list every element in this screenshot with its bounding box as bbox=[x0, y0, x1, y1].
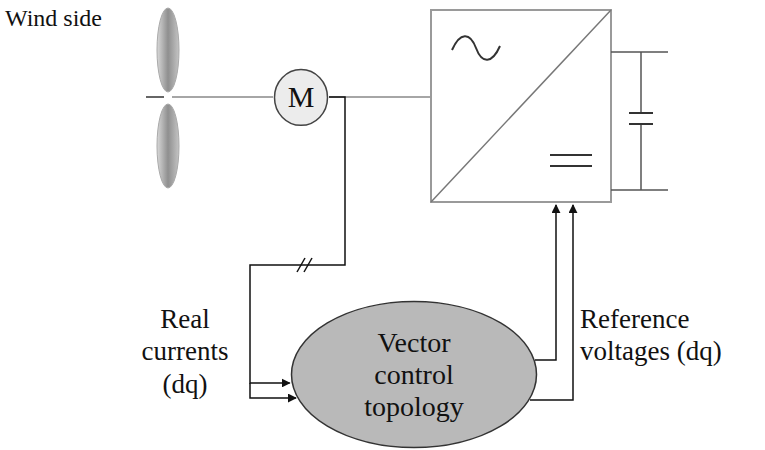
dc-wire bbox=[611, 189, 668, 191]
dc-symbol bbox=[550, 165, 592, 167]
converter-box bbox=[431, 10, 611, 202]
signal-label: Reference voltages (dq) bbox=[580, 303, 760, 368]
signal-label: Real currents (dq) bbox=[118, 303, 252, 400]
control-ellipse: Vector control topology bbox=[290, 300, 538, 449]
capacitor-plate bbox=[629, 112, 653, 114]
region-label: Wind side bbox=[5, 4, 165, 33]
shaft bbox=[172, 96, 273, 98]
node-text: Vector control topology bbox=[337, 327, 491, 424]
capacitor-wire bbox=[640, 52, 642, 113]
ac-symbol bbox=[452, 36, 500, 60]
converter-diagonal bbox=[431, 10, 611, 202]
signal-wire bbox=[535, 205, 556, 360]
signal-wire bbox=[250, 383, 296, 398]
node-text: M bbox=[288, 80, 315, 113]
turbine-blade bbox=[157, 8, 179, 92]
dc-wire bbox=[611, 51, 668, 53]
capacitor-wire bbox=[640, 124, 642, 190]
turbine-blade bbox=[157, 104, 179, 188]
hub bbox=[146, 96, 164, 98]
motor-circle: M bbox=[273, 68, 329, 127]
dc-symbol bbox=[550, 154, 592, 156]
capacitor-plate bbox=[629, 123, 653, 125]
